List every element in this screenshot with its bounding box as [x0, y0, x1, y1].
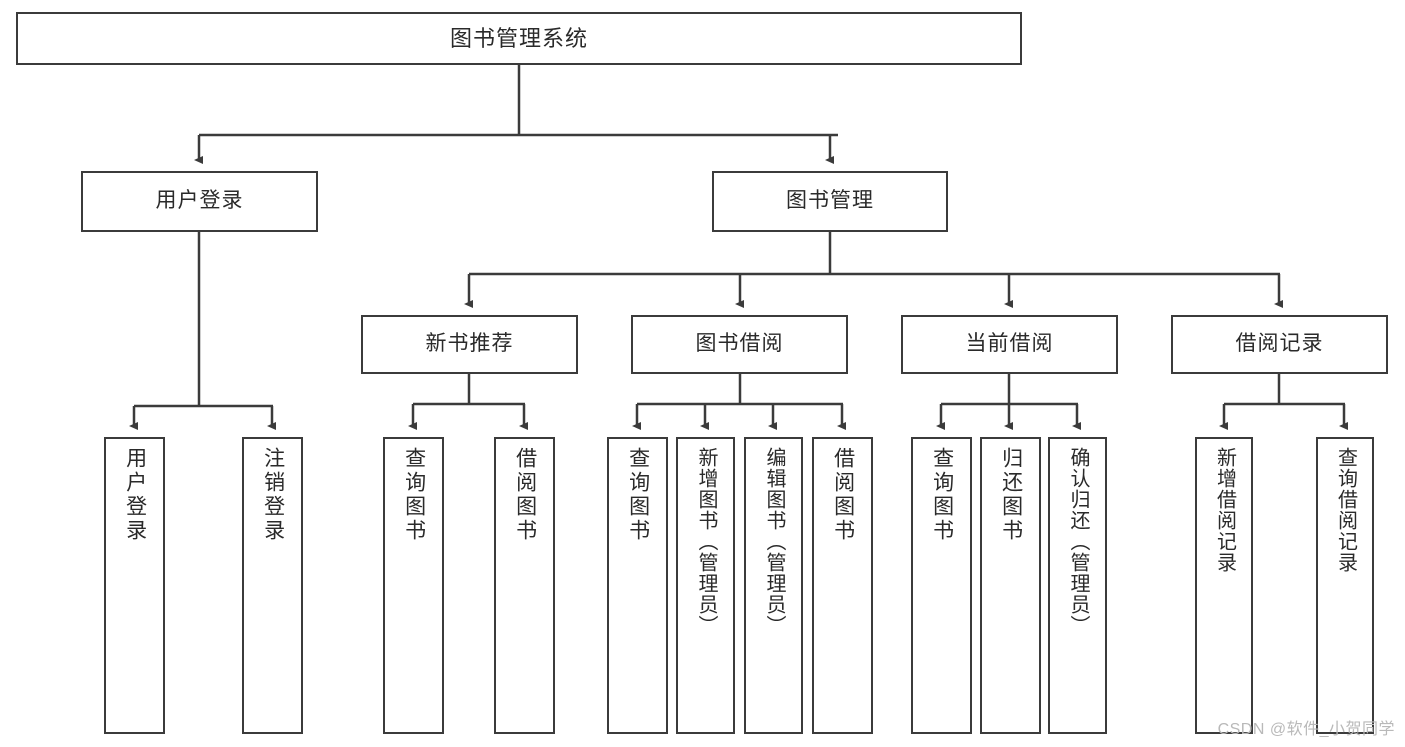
leaf-borrow-book[interactable]: 借阅图书 — [812, 437, 873, 734]
node-label: 编辑图书（管理员） — [763, 447, 785, 636]
node-label: 借阅记录 — [1235, 332, 1324, 356]
node-label: 确认归还（管理员） — [1067, 447, 1089, 636]
node-label: 新增借阅记录 — [1213, 447, 1236, 573]
node-label: 查询图书 — [626, 447, 650, 543]
leaf-borrow-book-recommend[interactable]: 借阅图书 — [494, 437, 555, 734]
node-book-borrow[interactable]: 图书借阅 — [631, 315, 848, 374]
leaf-query-book-recommend[interactable]: 查询图书 — [383, 437, 444, 734]
node-current-borrow[interactable]: 当前借阅 — [901, 315, 1118, 374]
leaf-add-borrow-record[interactable]: 新增借阅记录 — [1195, 437, 1253, 734]
node-label: 借阅图书 — [513, 447, 537, 543]
node-label: 当前借阅 — [965, 332, 1054, 356]
leaf-add-book-admin[interactable]: 新增图书（管理员） — [676, 437, 735, 734]
node-user-login[interactable]: 用户登录 — [81, 171, 318, 232]
node-new-book-recommend[interactable]: 新书推荐 — [361, 315, 578, 374]
node-label: 注销登录 — [261, 447, 285, 543]
leaf-return-book[interactable]: 归还图书 — [980, 437, 1041, 734]
node-label: 查询图书 — [930, 447, 954, 543]
node-label: 归还图书 — [999, 447, 1023, 543]
node-label: 借阅图书 — [831, 447, 855, 543]
leaf-query-book-current[interactable]: 查询图书 — [911, 437, 972, 734]
node-label: 新书推荐 — [425, 332, 514, 356]
node-label: 查询借阅记录 — [1334, 447, 1357, 573]
node-label: 图书管理系统 — [449, 25, 588, 51]
leaf-query-borrow-record[interactable]: 查询借阅记录 — [1316, 437, 1374, 734]
leaf-confirm-return-admin[interactable]: 确认归还（管理员） — [1048, 437, 1107, 734]
leaf-edit-book-admin[interactable]: 编辑图书（管理员） — [744, 437, 803, 734]
node-root-book-management-system[interactable]: 图书管理系统 — [16, 12, 1022, 65]
node-label: 用户登录 — [123, 447, 147, 543]
leaf-logout[interactable]: 注销登录 — [242, 437, 303, 734]
node-label: 用户登录 — [155, 189, 244, 213]
node-label: 新增图书（管理员） — [695, 447, 717, 636]
leaf-user-login[interactable]: 用户登录 — [104, 437, 165, 734]
node-label: 图书管理 — [786, 189, 874, 213]
node-label: 图书借阅 — [695, 332, 784, 356]
node-borrow-record[interactable]: 借阅记录 — [1171, 315, 1388, 374]
csdn-watermark: CSDN @软件_小贺同学 — [1217, 721, 1395, 738]
node-label: 查询图书 — [402, 447, 426, 543]
leaf-query-book-borrow[interactable]: 查询图书 — [607, 437, 668, 734]
node-book-management[interactable]: 图书管理 — [712, 171, 948, 232]
